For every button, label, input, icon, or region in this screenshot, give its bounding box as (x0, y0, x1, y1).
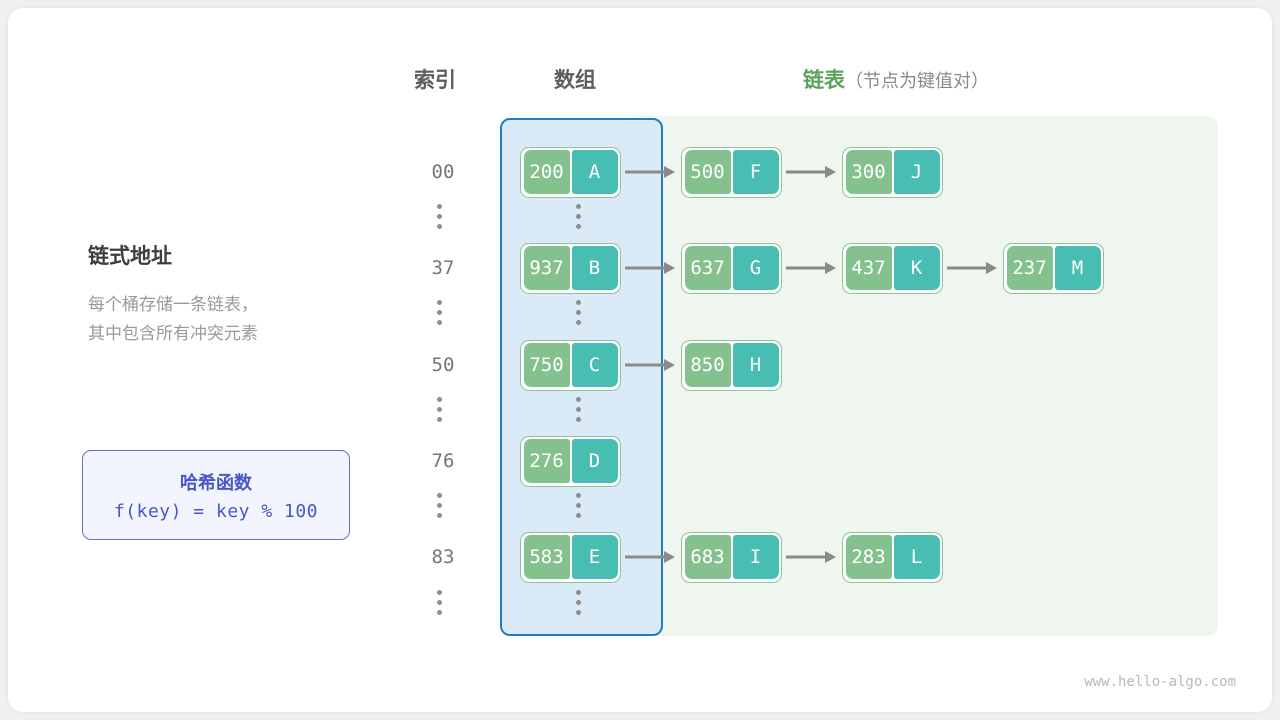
bucket-index-37: 37 (431, 257, 455, 279)
footer-url: www.hello-algo.com (1084, 674, 1236, 690)
index-ellipsis-icon-0 (437, 204, 442, 229)
hash-function-formula: f(key) = key % 100 (113, 500, 319, 522)
node-value: K (893, 246, 940, 290)
node-key: 237 (1006, 246, 1053, 290)
node-key: 276 (523, 439, 570, 483)
node-value: D (571, 439, 618, 483)
node-value: I (732, 535, 779, 579)
node-key: 637 (684, 246, 731, 290)
array-ellipsis-icon-3 (576, 493, 581, 518)
link-arrow-icon (621, 551, 681, 563)
node-key: 437 (845, 246, 892, 290)
index-ellipsis-icon-4 (437, 590, 442, 615)
index-ellipsis-icon-3 (437, 493, 442, 518)
array-ellipsis-icon-2 (576, 397, 581, 422)
array-ellipsis-icon-4 (576, 590, 581, 615)
node-value: G (732, 246, 779, 290)
column-header-array: 数组 (554, 69, 596, 92)
node-value: M (1054, 246, 1101, 290)
bucket-index-76: 76 (431, 450, 455, 472)
node-value: H (732, 343, 779, 387)
link-arrow-icon (621, 166, 681, 178)
column-header-index: 索引 (414, 69, 456, 92)
node-value: A (571, 150, 618, 194)
node-key: 850 (684, 343, 731, 387)
link-arrow-icon (782, 262, 842, 274)
link-arrow-icon (782, 166, 842, 178)
bucket-index-50: 50 (431, 354, 455, 376)
array-ellipsis-icon-1 (576, 300, 581, 325)
explanation-line-2: 其中包含所有冲突元素 (88, 324, 258, 343)
array-ellipsis-icon-0 (576, 204, 581, 229)
hash-function-box: 哈希函数 f(key) = key % 100 (82, 450, 350, 540)
node-key: 683 (684, 535, 731, 579)
node-key: 200 (523, 150, 570, 194)
node-key: 937 (523, 246, 570, 290)
explanation-line-1: 每个桶存储一条链表， (88, 295, 258, 314)
node-value: E (571, 535, 618, 579)
explanation-title: 链式地址 (88, 245, 172, 268)
node-key: 583 (523, 535, 570, 579)
bucket-index-83: 83 (431, 546, 455, 568)
link-arrow-icon (943, 262, 1003, 274)
linked-list-sublabel: （节点为键值对） (845, 71, 989, 91)
node-value: C (571, 343, 618, 387)
link-arrow-icon (782, 551, 842, 563)
node-value: J (893, 150, 940, 194)
node-value: L (893, 535, 940, 579)
node-key: 283 (845, 535, 892, 579)
bucket-index-00: 00 (431, 161, 455, 183)
hash-function-title: 哈希函数 (180, 472, 252, 493)
index-ellipsis-icon-2 (437, 397, 442, 422)
node-key: 750 (523, 343, 570, 387)
column-header-linked-list: 链表（节点为键值对） (803, 64, 989, 94)
node-key: 300 (845, 150, 892, 194)
node-key: 500 (684, 150, 731, 194)
node-value: F (732, 150, 779, 194)
link-arrow-icon (621, 262, 681, 274)
node-value: B (571, 246, 618, 290)
explanation-description: 每个桶存储一条链表， 其中包含所有冲突元素 (88, 290, 258, 348)
linked-list-label: 链表 (803, 69, 845, 92)
link-arrow-icon (621, 359, 681, 371)
index-ellipsis-icon-1 (437, 300, 442, 325)
diagram-canvas: 索引 数组 链表（节点为键值对） 链式地址 每个桶存储一条链表， 其中包含所有冲… (8, 8, 1272, 712)
